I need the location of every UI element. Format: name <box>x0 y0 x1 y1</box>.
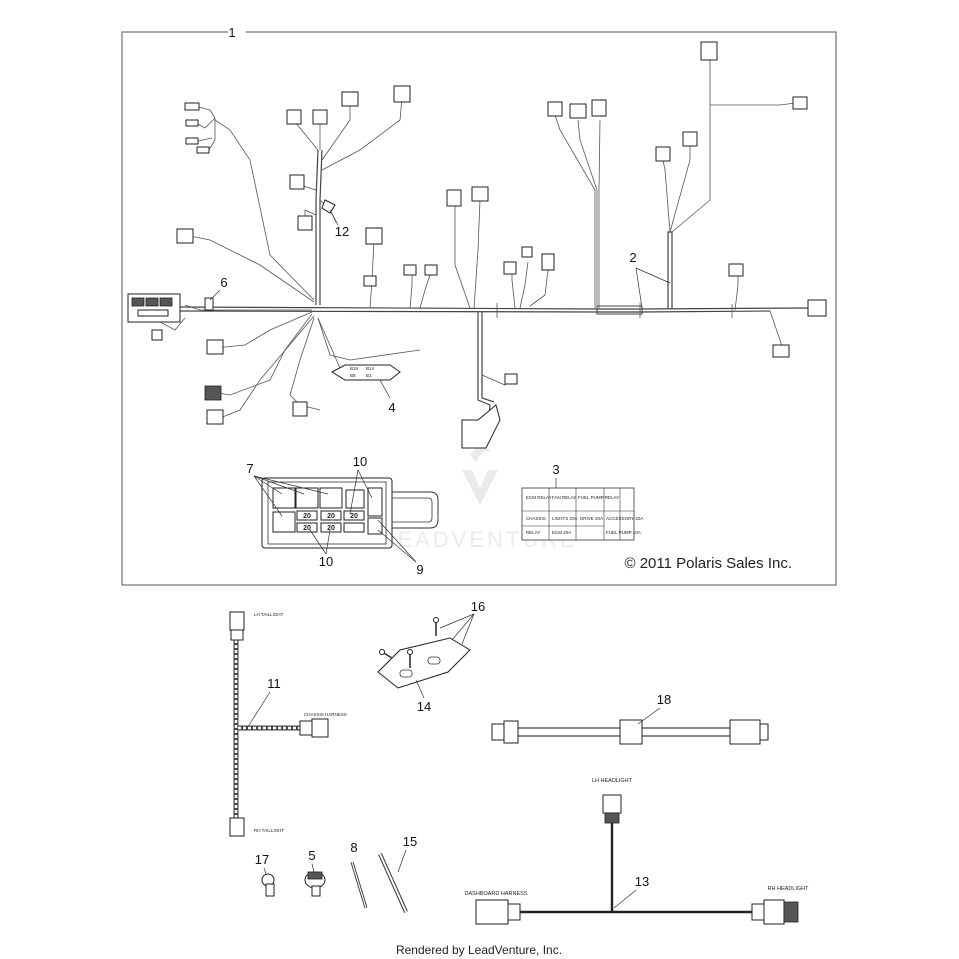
table-fuel-pump-relay: FUEL PUMP RELAY <box>578 495 619 500</box>
table-ecm-relay: ECM RELAY <box>526 495 552 500</box>
relay-label-decal: 3 ECM RELAY FAN RELAY FUEL PUMP RELAY CH… <box>521 462 643 541</box>
callout-7[interactable]: 7 <box>246 461 253 476</box>
main-callouts: 2 6 12 4 <box>209 209 671 415</box>
chassis-harness-label: CHASSIS HARNESS <box>304 712 347 717</box>
callout-18[interactable]: 18 <box>657 692 671 707</box>
callout-5[interactable]: 5 <box>308 848 315 863</box>
fuse-box: 20 20 20 20 20 <box>261 477 439 549</box>
main-harness-connectors <box>127 41 827 449</box>
item-18-extension-harness: 18 <box>491 692 769 745</box>
lh-taillight-label: LH TAILLIGHT <box>254 612 284 617</box>
item-13-headlight-harness: LH HEADLIGHT RH HEADLIGHT DASHBOARD HARN… <box>465 778 810 925</box>
tag-b15: B15 <box>350 366 359 371</box>
callout-10-top[interactable]: 10 <box>353 454 367 469</box>
table-fuel-pump: FUEL PUMP 10A <box>606 530 641 535</box>
callout-13[interactable]: 13 <box>635 874 649 889</box>
table-relay: RELAY <box>526 530 540 535</box>
item-11-taillight-harness: LH TAILLIGHT RH TAILLIGHT CHASSIS HARNES… <box>229 611 347 837</box>
copyright-text: © 2011 Polaris Sales Inc. <box>624 555 792 572</box>
item-4-fuse-holder: B15 B14 B8 B1 <box>330 364 401 381</box>
callout-11[interactable]: 11 <box>267 676 281 691</box>
lh-headlight-label: LH HEADLIGHT <box>592 778 633 784</box>
callout-15[interactable]: 15 <box>403 834 417 849</box>
table-drive: DRIVE 20A <box>580 516 603 521</box>
fuse-box-callouts: 7 10 10 9 <box>246 454 423 577</box>
callout-14[interactable]: 14 <box>417 699 431 714</box>
tag-b8: B8 <box>350 373 356 378</box>
callout-17[interactable]: 17 <box>255 852 269 867</box>
callout-3[interactable]: 3 <box>552 462 559 477</box>
callout-12[interactable]: 12 <box>335 224 349 239</box>
table-lights: LIGHTS 20A <box>552 516 578 521</box>
small-parts: 17 5 8 15 <box>255 834 417 913</box>
table-accessory: ACCESSORY 20A <box>606 516 643 521</box>
callout-6[interactable]: 6 <box>220 275 227 290</box>
callout-8[interactable]: 8 <box>350 840 357 855</box>
callout-1[interactable]: 1 <box>228 25 235 40</box>
callout-2[interactable]: 2 <box>629 250 636 265</box>
fuse-20-c: 20 <box>350 513 358 520</box>
callout-16[interactable]: 16 <box>471 599 485 614</box>
main-wire-harness <box>179 60 811 431</box>
dashboard-harness-label: DASHBOARD HARNESS <box>465 891 528 897</box>
fuse-20-d: 20 <box>303 525 311 532</box>
callout-10-bottom[interactable]: 10 <box>319 554 333 569</box>
tag-b14: B14 <box>366 366 375 371</box>
fuse-20-b: 20 <box>327 513 335 520</box>
table-chassis: CHASSIS <box>526 516 546 521</box>
main-assembly-frame: 1 <box>121 25 837 586</box>
table-fan-relay: FAN RELAY <box>552 495 576 500</box>
rh-headlight-label: RH HEADLIGHT <box>768 886 810 892</box>
fuse-20-a: 20 <box>303 513 311 520</box>
tag-b1: B1 <box>366 373 372 378</box>
callout-9[interactable]: 9 <box>416 562 423 577</box>
callout-4[interactable]: 4 <box>388 400 395 415</box>
fuse-20-e: 20 <box>327 525 335 532</box>
footer-credit: Rendered by LeadVenture, Inc. <box>396 943 562 957</box>
rh-taillight-label: RH TAILLIGHT <box>254 828 284 833</box>
table-ecm: ECM 20A <box>552 530 571 535</box>
item-14-bracket: 16 14 <box>377 599 485 714</box>
